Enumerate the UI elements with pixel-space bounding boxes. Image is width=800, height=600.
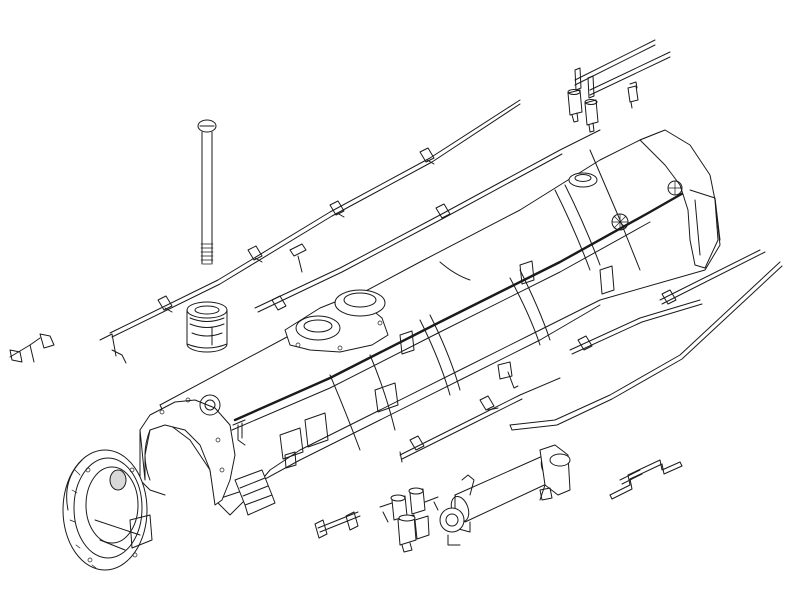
handrail-knob-4 [157,295,173,313]
top-right-pipes [567,39,671,133]
dome [186,301,228,353]
handrail-knob-1 [247,245,263,263]
bent-pipe-bracket [609,459,683,500]
right-pipes [399,249,783,463]
injector-cylinder [439,444,571,546]
handrail-knob-2 [329,200,345,218]
long-bolt [197,119,217,265]
handrail-stanchion [232,419,246,446]
check-valve-cluster [379,487,439,553]
small-t-fitting [314,511,361,539]
handrail-top [99,99,521,364]
handrail-middle [254,129,601,313]
smokebox-door [62,449,153,571]
smokebox-ring [139,394,276,516]
safety-valve-cover [284,289,389,353]
handrail-knob-3 [419,147,435,165]
boiler-barrel [159,129,721,516]
small-fitting-left [9,333,55,363]
